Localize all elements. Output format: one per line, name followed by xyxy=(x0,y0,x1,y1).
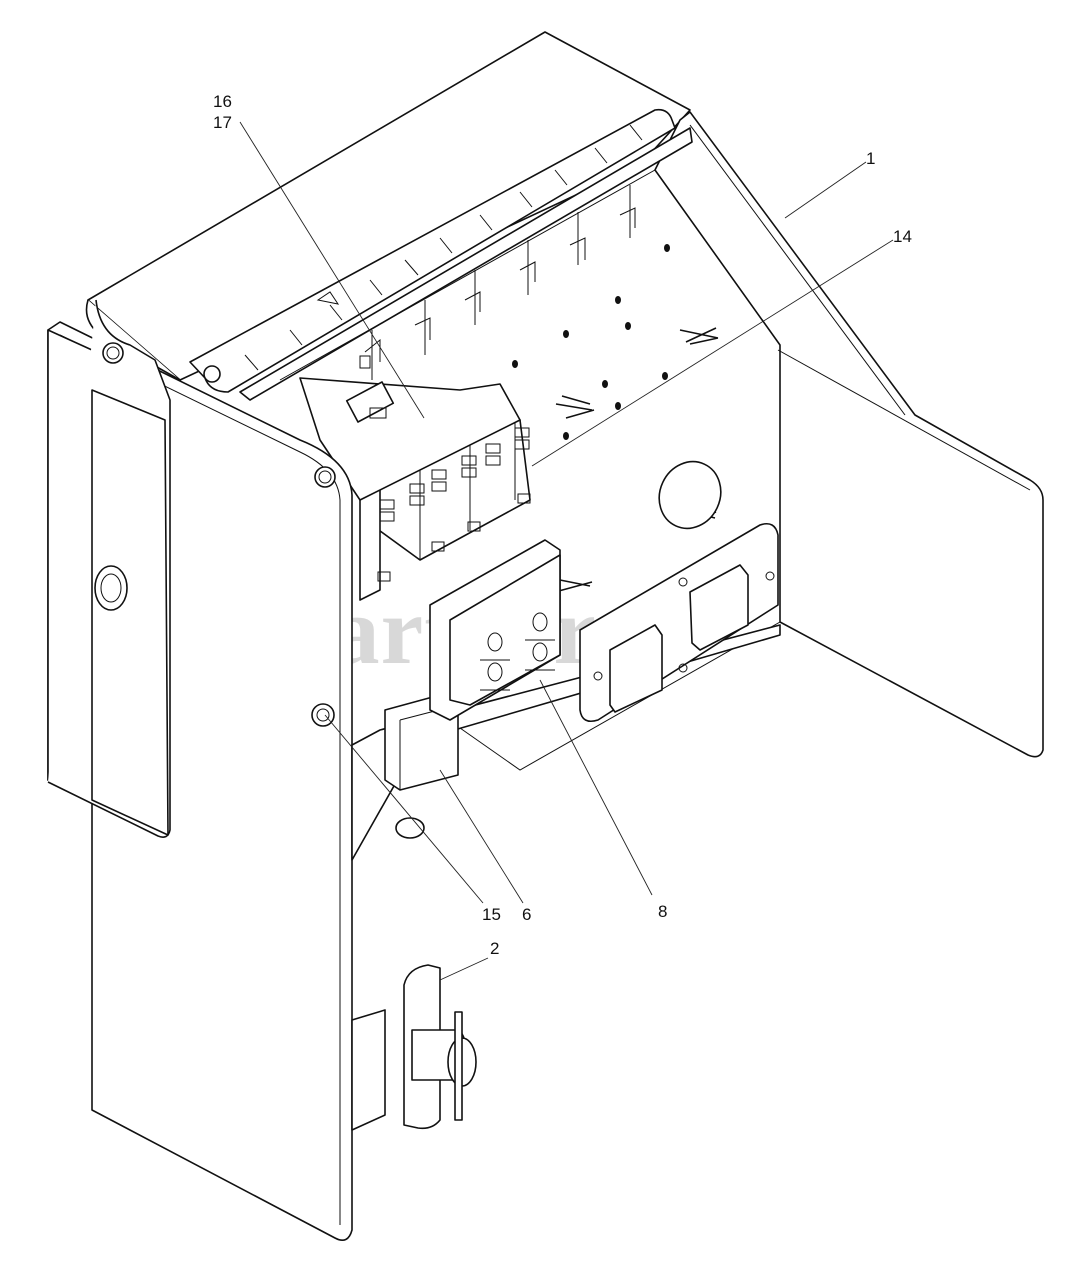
callout-6: 6 xyxy=(522,905,532,924)
door-handle-plate xyxy=(91,389,169,836)
callout-16: 16 xyxy=(213,92,232,111)
switch-assembly-item-8 xyxy=(429,539,561,721)
cover-plate-gasket xyxy=(579,522,779,723)
back-mounting-plate xyxy=(279,169,781,771)
right-door-panel xyxy=(654,111,1044,758)
callout-14: 14 xyxy=(893,227,912,246)
upper-terminal-clips xyxy=(364,185,636,380)
callout-15: 15 xyxy=(482,905,501,924)
mounting-studs xyxy=(549,327,719,593)
callout-17: 17 xyxy=(213,113,232,132)
hinge xyxy=(189,108,693,401)
panel-bolts xyxy=(102,342,336,727)
callout-8: 8 xyxy=(658,902,668,921)
callout-2: 2 xyxy=(490,939,500,958)
terminal-block-assembly xyxy=(299,291,531,601)
knockout-opening xyxy=(658,460,722,530)
callout-1: 1 xyxy=(866,149,876,168)
bottom-rail xyxy=(351,624,781,861)
rear-lid-panel xyxy=(85,31,691,381)
callout-leader-lines xyxy=(239,121,894,981)
latch-item-2 xyxy=(351,964,477,1131)
